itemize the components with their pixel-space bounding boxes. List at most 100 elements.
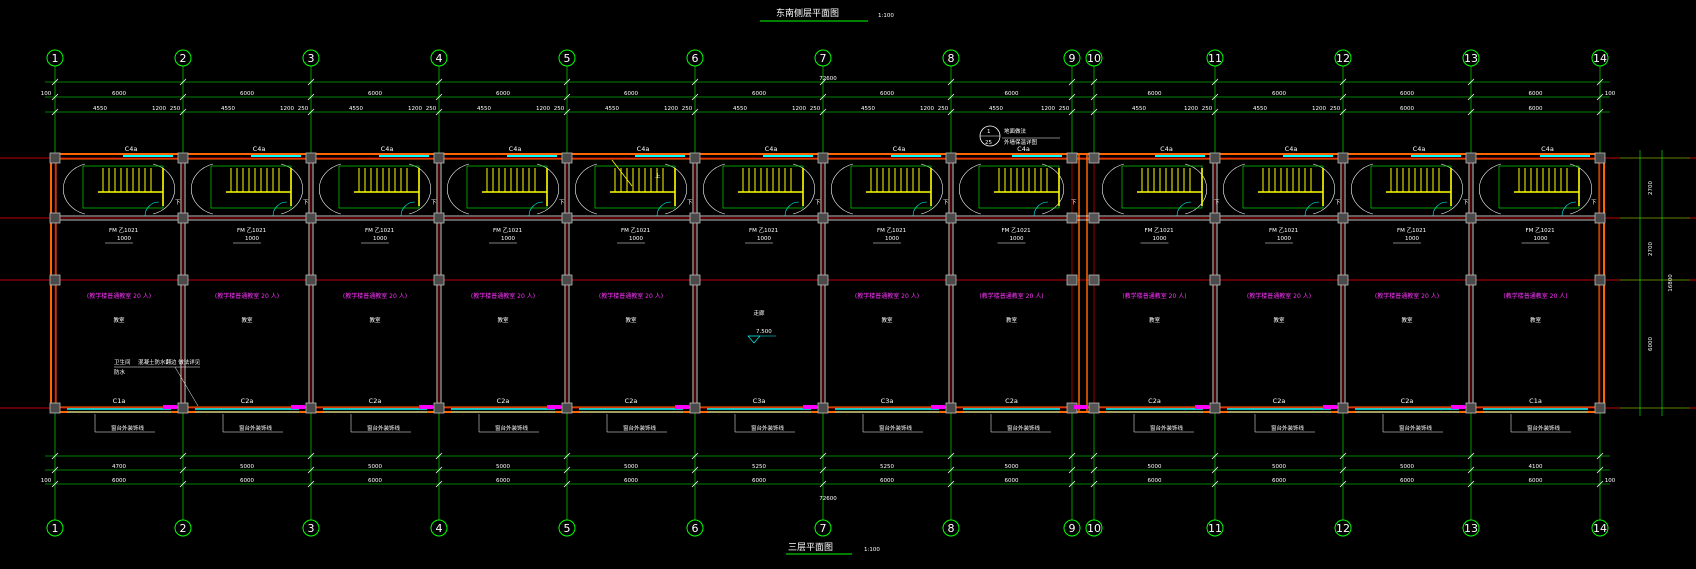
tick-4-456 xyxy=(435,452,443,460)
sub-dim-bottom-7: 5250 xyxy=(880,464,894,470)
stair-landing-12 xyxy=(1479,163,1502,215)
bottom-window-label-5: C2a xyxy=(625,397,638,405)
tick-3-82 xyxy=(307,78,315,86)
room-label-1: (教学楼普通教室 20 人) xyxy=(87,292,151,300)
note-2: 混凝土防水翻边 做法详见 xyxy=(138,358,201,366)
sub-dim-bottom-12: 4100 xyxy=(1529,464,1543,470)
sub-dim-a-8: 4550 xyxy=(989,106,1003,112)
bay-dim-top-7: 6000 xyxy=(880,91,894,97)
stair-landing-7 xyxy=(831,163,854,215)
sub-dim-a-9: 4550 xyxy=(1132,106,1146,112)
tick-8-484 xyxy=(947,480,955,488)
top-window-label-1: C4a xyxy=(125,145,138,153)
stair-down-11: 下 xyxy=(1463,199,1469,206)
axis-bubble-10-top xyxy=(1085,49,1103,67)
door-swing-4 xyxy=(528,201,544,217)
tick-9-470 xyxy=(1068,466,1076,474)
room-name-3: 教室 xyxy=(369,316,381,324)
axis-label-4-top: 4 xyxy=(436,52,443,65)
axis-bubble-8-top xyxy=(942,49,960,67)
column-7-2 xyxy=(817,274,829,286)
door-swing-9 xyxy=(1176,201,1192,217)
tick-3-112 xyxy=(307,108,315,116)
bay-dim-top-1: 6000 xyxy=(112,91,126,97)
axis-bubble-6-top xyxy=(686,49,704,67)
top-window-label-5: C4a xyxy=(637,145,650,153)
axis-label-12-bottom: 12 xyxy=(1336,522,1350,535)
column-8-1 xyxy=(945,212,957,224)
tick-6-97 xyxy=(691,93,699,101)
bay-dim-bottom-7: 6000 xyxy=(880,478,894,484)
axis-bubble-4-bottom xyxy=(430,519,448,537)
grid-layer xyxy=(0,62,1696,520)
tick-2-112 xyxy=(179,108,187,116)
bay-dim-bottom-8: 6000 xyxy=(1005,478,1019,484)
column-9-1 xyxy=(1066,212,1078,224)
bottom-window-label-1: C1a xyxy=(113,397,126,405)
axis-label-11-top: 11 xyxy=(1208,52,1222,65)
column-14-1 xyxy=(1594,212,1606,224)
sub-dim-c-8: 250 xyxy=(1059,106,1070,112)
column-6-1 xyxy=(689,212,701,224)
column-11-1 xyxy=(1209,212,1221,224)
bay-dim-top-4: 6000 xyxy=(496,91,510,97)
column-3-2 xyxy=(305,274,317,286)
axis-label-3-top: 3 xyxy=(308,52,315,65)
sub-dim-a-7: 4550 xyxy=(861,106,875,112)
room-name-10: 教室 xyxy=(1273,316,1285,324)
sub-dim-bottom-8: 5000 xyxy=(1005,464,1019,470)
edge-dim-bl: 100 xyxy=(41,478,52,484)
door-width-9: 1000 xyxy=(1153,236,1167,242)
room-label-5: (教学楼普通教室 20 人) xyxy=(599,292,663,300)
top-window-label-9: C4a xyxy=(1160,145,1173,153)
stair-landing-r-5 xyxy=(664,163,687,215)
sub-dim-b-4: 1200 xyxy=(536,106,550,112)
tick-11-484 xyxy=(1211,480,1219,488)
sill-label-9: 窗台外装饰线 xyxy=(1150,424,1184,432)
axis-label-7-top: 7 xyxy=(820,52,827,65)
tick-6-456 xyxy=(691,452,699,460)
stair-landing-r-9 xyxy=(1184,163,1207,215)
tick-5-112 xyxy=(563,108,571,116)
edge-dim-tl: 100 xyxy=(41,91,52,97)
stair-landing-3 xyxy=(319,163,342,215)
axis-bubble-5-bottom xyxy=(558,519,576,537)
tick-2-97 xyxy=(179,93,187,101)
axis-bubble-3-top xyxy=(302,49,320,67)
bottom-window-label-6: C3a xyxy=(753,397,766,405)
note-1: 卫生间 xyxy=(114,358,131,366)
axis-bubble-13-top xyxy=(1462,49,1480,67)
sub-dim-b-3: 1200 xyxy=(408,106,422,112)
tick-8-470 xyxy=(947,466,955,474)
bay-dim-top-5: 6000 xyxy=(624,91,638,97)
bottom-window-label-9: C2a xyxy=(1148,397,1161,405)
room-name-2: 教室 xyxy=(241,316,253,324)
stair-down-1: 下 xyxy=(175,199,181,206)
tick-13-484 xyxy=(1467,480,1475,488)
room-name-7: 教室 xyxy=(881,316,893,324)
tick-8-97 xyxy=(947,93,955,101)
axis-label-2-bottom: 2 xyxy=(180,522,187,535)
door-label-11: FM 乙1021 xyxy=(1397,227,1426,234)
door-swing-5 xyxy=(656,201,672,217)
sub-dim-a-10: 4550 xyxy=(1253,106,1267,112)
detail-note-2: 外墙保温详图 xyxy=(1004,138,1038,146)
bottom-window-label-12: C1a xyxy=(1529,397,1542,405)
tick-5-456 xyxy=(563,452,571,460)
sub-dim-a-3: 4550 xyxy=(349,106,363,112)
door-label-4: FM 乙1021 xyxy=(493,227,522,234)
door-swing-8 xyxy=(1033,201,1049,217)
tick-1-484 xyxy=(51,480,59,488)
column-2-2 xyxy=(177,274,189,286)
axis-label-4-bottom: 4 xyxy=(436,522,443,535)
tick-9-112 xyxy=(1068,108,1076,116)
door-width-10: 1000 xyxy=(1277,236,1291,242)
column-14-2 xyxy=(1594,274,1606,286)
tick-13-112 xyxy=(1467,108,1475,116)
bottom-scale: 1:100 xyxy=(864,547,880,553)
bay-dim-top-3: 6000 xyxy=(368,91,382,97)
column-11-0 xyxy=(1209,152,1221,164)
axis-bubble-1-bottom xyxy=(46,519,64,537)
column-12-2 xyxy=(1337,274,1349,286)
tick-10-484 xyxy=(1090,480,1098,488)
